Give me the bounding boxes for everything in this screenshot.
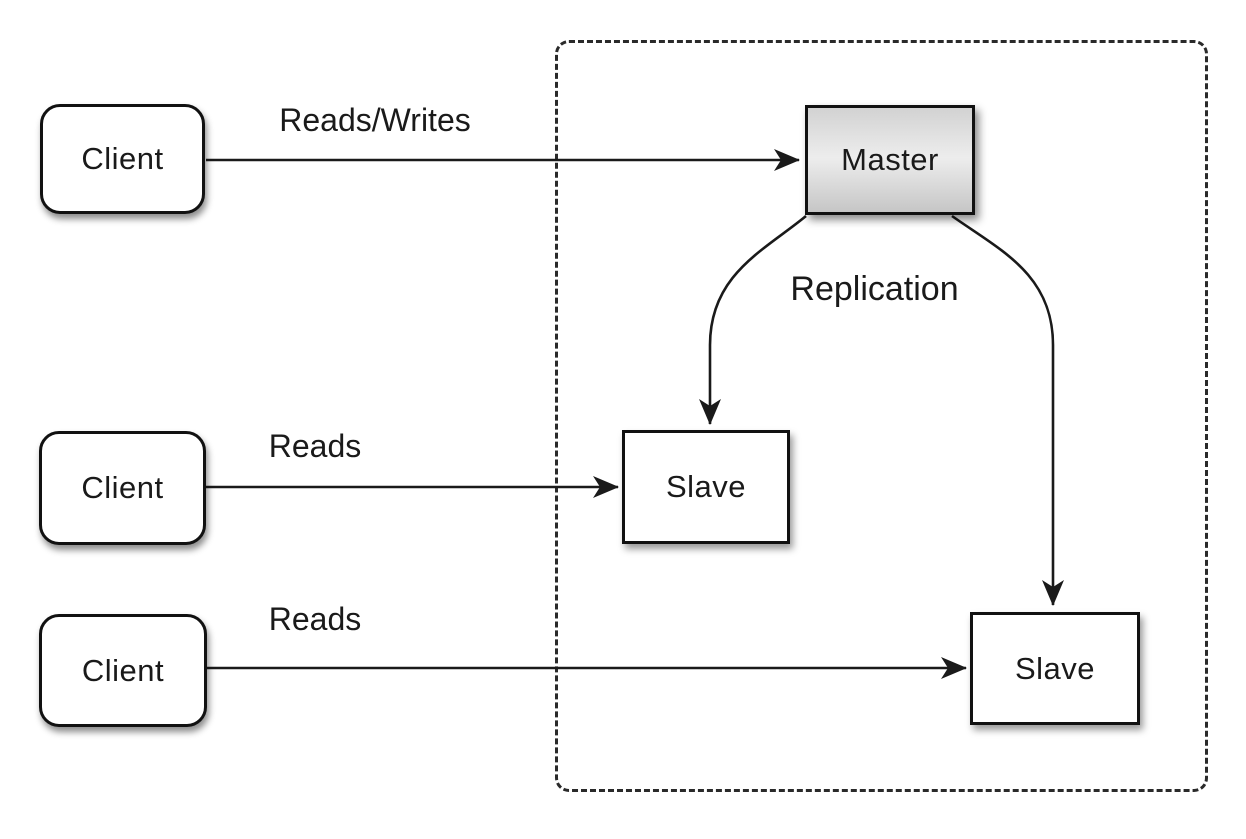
node-slave-right-label: Slave: [1014, 650, 1096, 686]
node-master: Master: [805, 105, 975, 215]
server-group-boundary: [555, 40, 1208, 792]
edge-label-reads-bottom: Reads: [268, 601, 362, 637]
node-client-top: Client: [40, 104, 205, 214]
node-slave-right: Slave: [970, 612, 1140, 725]
edge-label-replication: Replication: [790, 270, 959, 308]
node-client-bottom: Client: [39, 614, 207, 727]
node-client-top-label: Client: [81, 141, 164, 176]
edge-label-reads-middle: Reads: [268, 428, 362, 464]
edge-label-reads-writes: Reads/Writes: [279, 102, 471, 138]
node-master-label: Master: [841, 142, 939, 177]
node-client-middle-label: Client: [81, 470, 164, 505]
node-client-middle: Client: [39, 431, 206, 545]
node-slave-left: Slave: [622, 430, 790, 544]
node-client-bottom-label: Client: [81, 652, 165, 688]
node-slave-left-label: Slave: [665, 469, 747, 504]
